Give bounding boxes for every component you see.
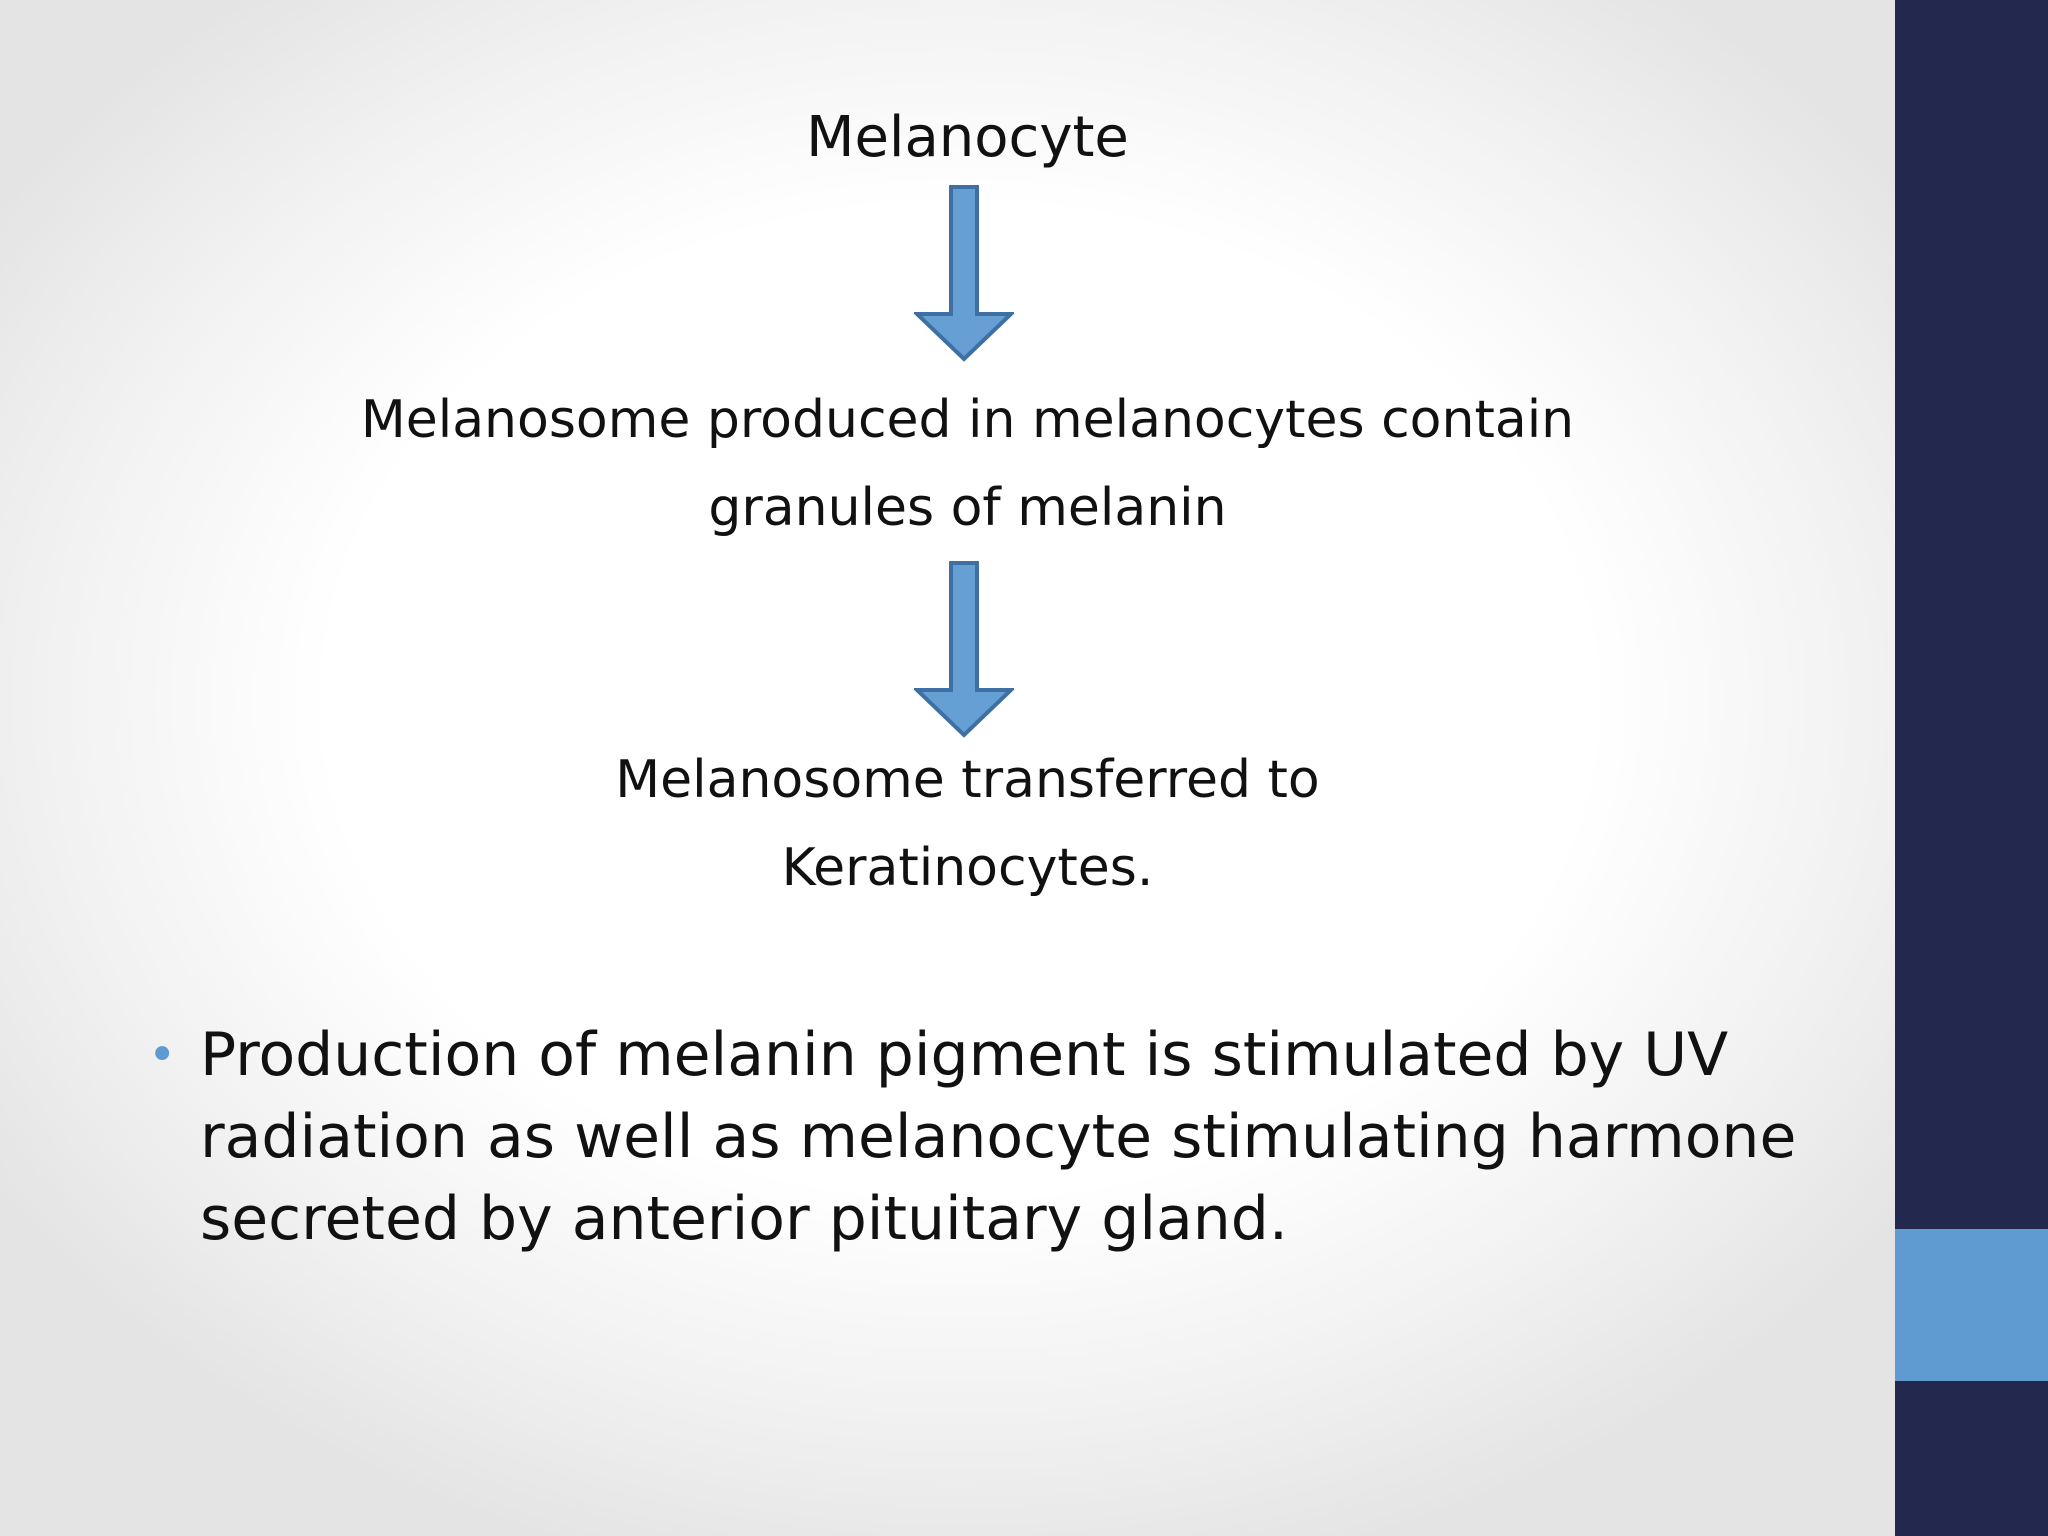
- bullet-item: Production of melanin pigment is stimula…: [200, 1014, 1868, 1260]
- flow-step-line: Melanosome transferred to: [615, 750, 1320, 810]
- flow-step-line: Melanocyte: [806, 105, 1129, 170]
- flow-step-melanocyte: Melanocyte: [230, 94, 1705, 182]
- arrow-down-icon: [914, 561, 1014, 738]
- arrow-down-icon: [914, 185, 1014, 362]
- bullet-dot: •: [148, 1027, 177, 1083]
- flow-step-line: Melanosome produced in melanocytes conta…: [360, 390, 1575, 450]
- bullet-list: • Production of melanin pigment is stimu…: [148, 1014, 1868, 1260]
- bullet-line: secreted by anterior pituitary gland.: [200, 1184, 1288, 1254]
- flow-step-melanosome-produced: Melanosome produced in melanocytes conta…: [230, 376, 1705, 552]
- side-accent: [1895, 1229, 2048, 1381]
- bullet-line: radiation as well as melanocyte stimulat…: [200, 1102, 1797, 1172]
- flow-step-melanosome-transferred: Melanosome transferred to Keratinocytes.: [230, 736, 1705, 912]
- flow-step-line: Keratinocytes.: [781, 838, 1154, 898]
- flow-step-line: granules of melanin: [708, 478, 1227, 538]
- bullet-line: Production of melanin pigment is stimula…: [200, 1020, 1729, 1090]
